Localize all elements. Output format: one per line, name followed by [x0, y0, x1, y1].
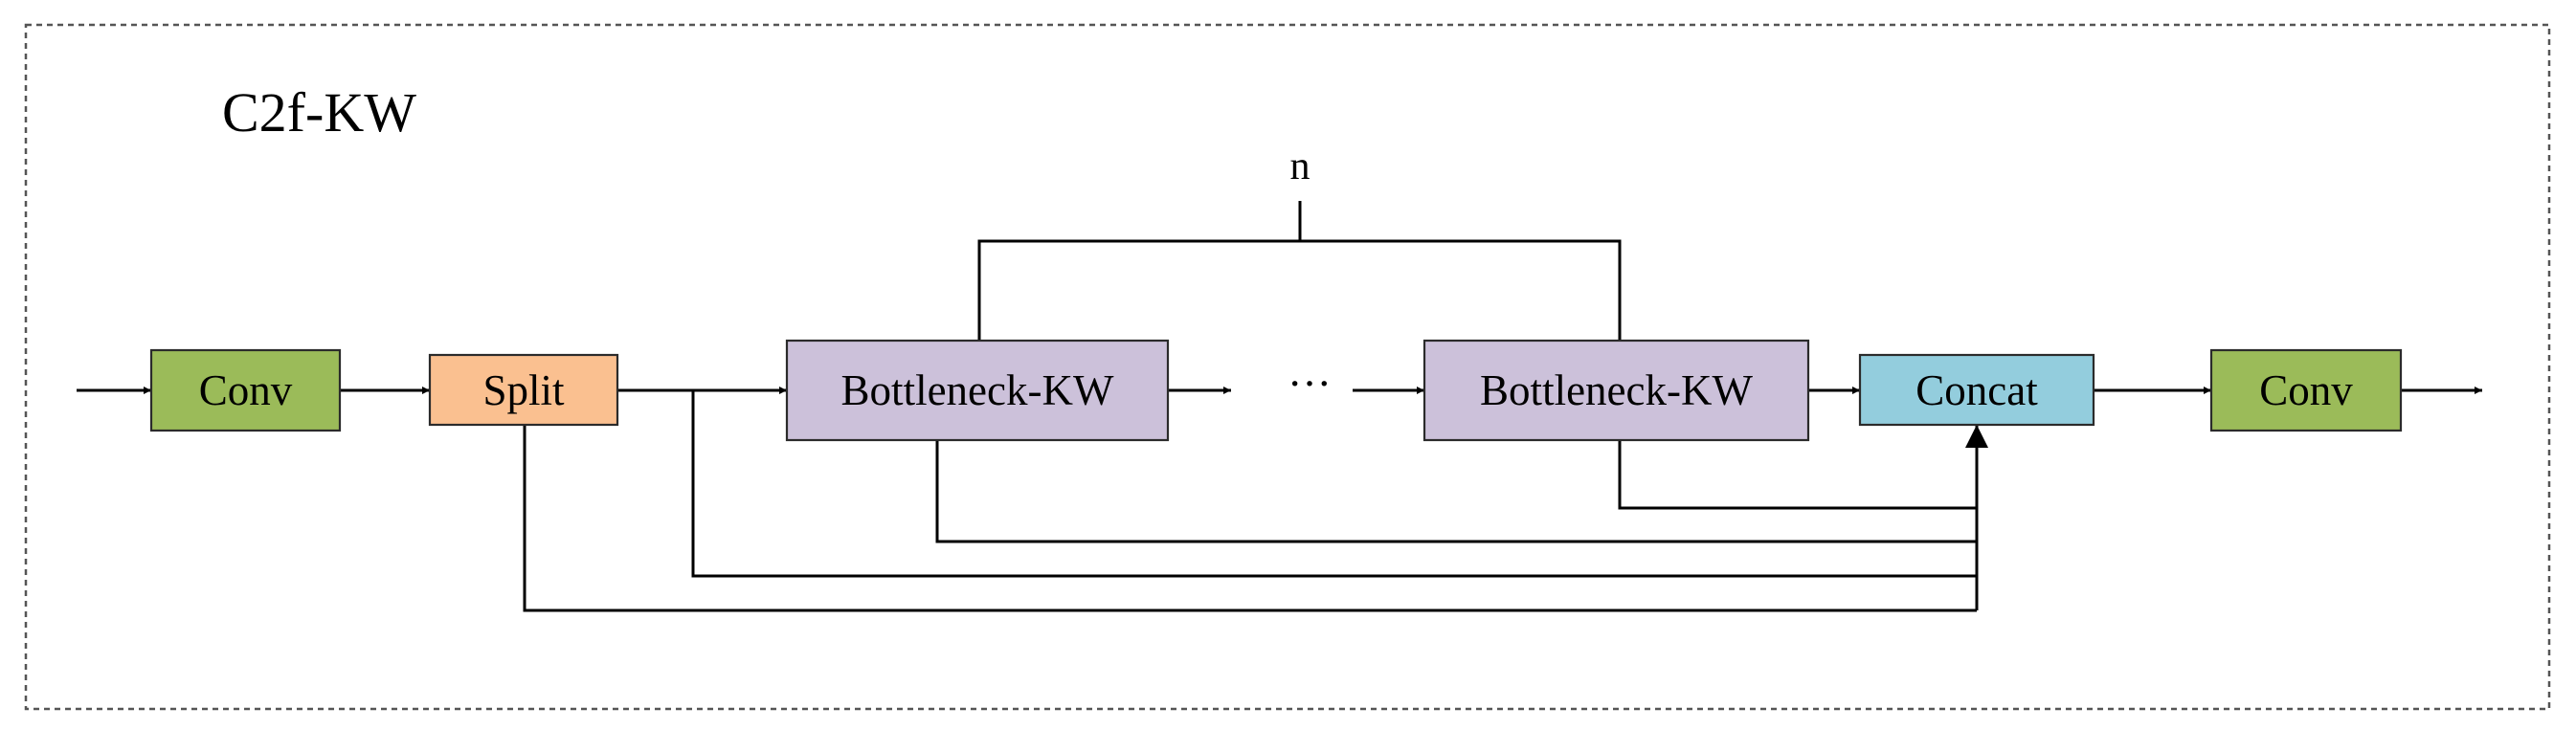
- split-label: Split: [482, 366, 565, 414]
- diagram-title: C2f-KW: [222, 81, 416, 144]
- concat-box: [1858, 353, 2095, 427]
- ellipsis: ···: [1288, 359, 1332, 408]
- conv-input-box: [149, 348, 342, 432]
- bottleneck-n-label: Bottleneck-KW: [1480, 366, 1753, 414]
- skip-split-branch: [691, 390, 1977, 578]
- bottleneck-n-box: [1422, 339, 1810, 442]
- concat-label: Concat: [1915, 366, 2038, 414]
- conv-output-box: [2209, 348, 2403, 432]
- skip-bottleneck-n: [1618, 440, 1977, 510]
- bottleneck-1-box: [785, 339, 1170, 442]
- split-box: [428, 353, 619, 427]
- skip-split: [523, 425, 1977, 612]
- diagram-frame: [24, 23, 2551, 711]
- conv-input-label: Conv: [199, 366, 293, 414]
- repeat-bracket: [977, 201, 1622, 341]
- bottleneck-1-label: Bottleneck-KW: [841, 366, 1114, 414]
- conv-output-label: Conv: [2259, 366, 2353, 414]
- skip-bottleneck-1: [935, 440, 1977, 543]
- repeat-label: n: [1290, 144, 1310, 188]
